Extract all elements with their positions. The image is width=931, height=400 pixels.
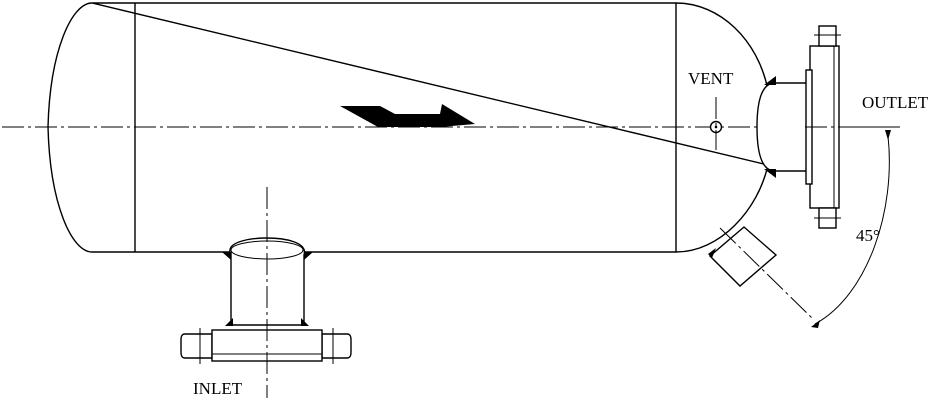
angle-label: 45°	[856, 226, 880, 245]
outlet-bolt-top	[818, 25, 837, 47]
angle-arrow-bottom	[811, 320, 820, 328]
angle-arrow-top	[885, 130, 891, 140]
inlet-weld-right	[304, 252, 313, 260]
outlet-weld-bottom	[764, 169, 776, 178]
angle-dimension-arc	[814, 135, 890, 325]
outlet-label: OUTLET	[862, 93, 929, 112]
inlet-flange	[180, 333, 352, 359]
flow-direction-arrow	[340, 104, 475, 127]
drain-centerline	[719, 227, 813, 319]
inlet-label: INLET	[193, 379, 243, 398]
inlet-weld-left	[222, 252, 231, 260]
outlet-weld-top	[764, 76, 776, 85]
drain-nozzle	[708, 226, 778, 287]
vent-nozzle-center	[714, 125, 718, 129]
vessel-shell	[47, 2, 769, 253]
inlet-weld-bottom-left	[225, 318, 233, 326]
outlet-nozzle-neck	[756, 82, 809, 172]
inlet-weld-bottom-right	[301, 318, 309, 326]
drain-nozzle-weld	[708, 248, 716, 258]
vent-label: VENT	[688, 69, 734, 88]
